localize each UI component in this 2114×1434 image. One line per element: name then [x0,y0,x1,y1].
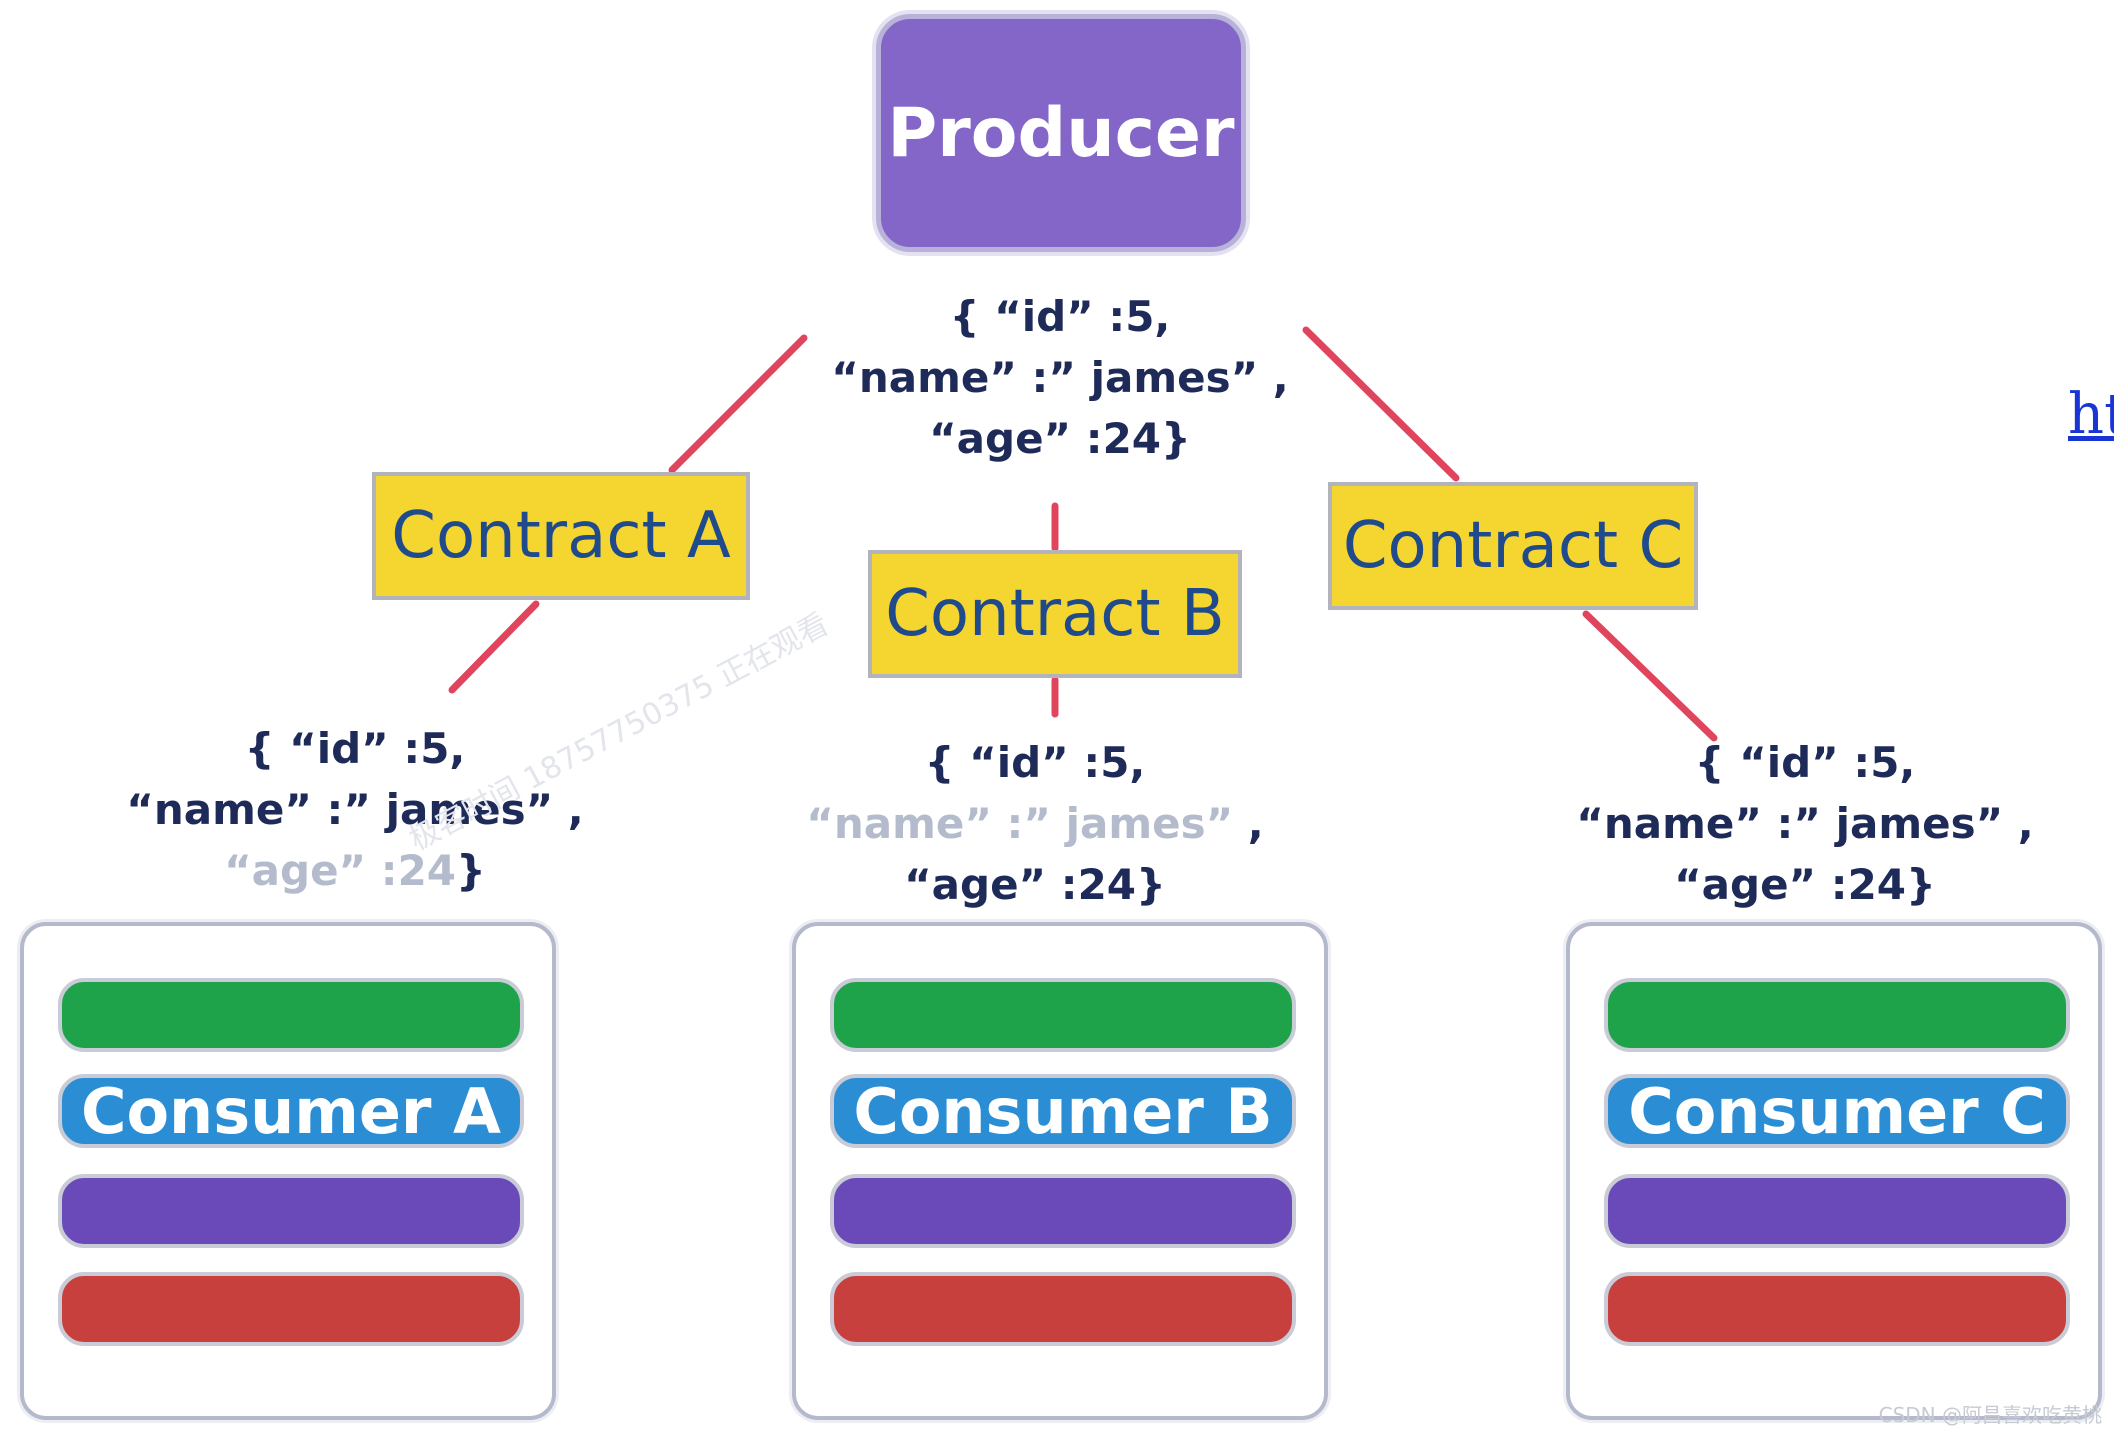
payload-suffix: } [456,846,486,895]
payload-line: “age” :24} [929,414,1191,463]
consumer-a-payload: { “id” :5, “name” :” james” , “age” :24} [120,718,590,901]
contract-c-label: Contract C [1342,509,1684,583]
layer-red [830,1272,1296,1346]
faded-field: “age” :24 [224,846,457,895]
producer-payload: { “id” :5, “name” :” james” , “age” :24} [820,286,1300,469]
layer-green [58,978,524,1052]
cut-off-link[interactable]: ht [2068,382,2114,447]
consumer-c-stack: Consumer C [1566,922,2102,1420]
consumer-b-payload: { “id” :5, “name” :” james” , “age” :24} [800,732,1270,915]
payload-suffix: , [1233,799,1264,848]
contract-b-label: Contract B [885,577,1225,651]
connector-contract-a-consumer [448,600,540,694]
contract-a-node: Contract A [372,472,750,600]
connector-producer-contract-c [1302,326,1460,482]
connector-producer-contract-a [668,334,808,474]
layer-red [58,1272,524,1346]
payload-line: “age” :24} [1674,860,1936,909]
connector-contract-c-consumer [1582,610,1718,742]
payload-line: { “id” :5, [1694,738,1916,787]
payload-line: “name” :” james” , [831,353,1289,402]
layer-purple [1604,1174,2070,1248]
layer-green [1604,978,2070,1052]
layer-red [1604,1272,2070,1346]
consumer-a-label: Consumer A [80,1074,502,1148]
consumer-a-stack: Consumer A [20,922,556,1420]
layer-purple [830,1174,1296,1248]
payload-line: { “id” :5, [949,292,1171,341]
payload-line: “name” :” james” , [800,793,1270,854]
consumer-b-stack: Consumer B [792,922,1328,1420]
layer-green [830,978,1296,1052]
producer-node: Producer [876,14,1246,252]
consumer-b-layer: Consumer B [830,1074,1296,1148]
consumer-b-label: Consumer B [853,1074,1273,1148]
payload-line: “age” :24} [904,860,1166,909]
producer-label: Producer [887,93,1235,173]
payload-line: “name” :” james” , [1576,799,2034,848]
payload-line: “name” :” james” , [126,785,584,834]
contract-c-node: Contract C [1328,482,1698,610]
consumer-c-label: Consumer C [1628,1074,2046,1148]
payload-line: { “id” :5, [924,738,1146,787]
layer-purple [58,1174,524,1248]
consumer-c-layer: Consumer C [1604,1074,2070,1148]
consumer-c-payload: { “id” :5, “name” :” james” , “age” :24} [1570,732,2040,915]
faded-field: “name” :” james” [806,799,1234,848]
contract-b-node: Contract B [868,550,1242,678]
payload-line: { “id” :5, [244,724,466,773]
consumer-a-layer: Consumer A [58,1074,524,1148]
contract-a-label: Contract A [391,499,731,573]
csdn-credit: CSDN @阿昌喜欢吃黄桃 [1878,1403,2102,1427]
payload-line: “age” :24} [120,840,590,901]
